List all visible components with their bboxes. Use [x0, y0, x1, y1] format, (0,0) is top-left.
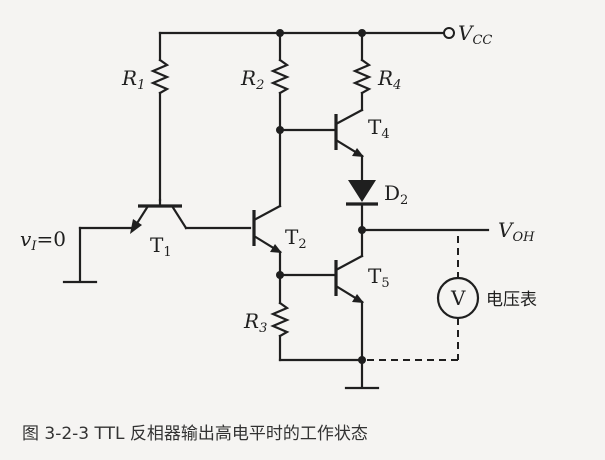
- vcc-terminal: [443, 27, 455, 39]
- d2-label: D2: [384, 181, 408, 208]
- voltmeter: [366, 276, 480, 361]
- vi-label: vI=0: [20, 227, 66, 254]
- r3-label: R3: [243, 309, 267, 336]
- t5-label: T5: [368, 264, 390, 291]
- transistor-t4: [334, 108, 364, 182]
- diode-d2: [346, 180, 378, 234]
- voh-label: VOH: [498, 218, 535, 245]
- emitter-arrow: [130, 219, 142, 234]
- transistor-t5: [334, 228, 380, 390]
- r4-label: R4: [377, 66, 401, 93]
- transistor-t2: [252, 128, 336, 279]
- resistor-r3: [270, 273, 364, 362]
- emitter-arrow: [270, 244, 282, 253]
- figure-caption: 图 3-2-3 TTL 反相器输出高电平时的工作状态: [22, 424, 368, 444]
- t4-label: T4: [368, 115, 390, 142]
- t1-label: T1: [150, 233, 172, 260]
- vcc-label: VCC: [458, 21, 492, 48]
- emitter-arrow: [352, 148, 364, 157]
- r2-label: R2: [240, 66, 264, 93]
- voltmeter-symbol: V: [450, 286, 466, 310]
- output-line: [360, 228, 490, 278]
- emitter-arrow: [352, 294, 364, 303]
- t2-label: T2: [285, 225, 307, 252]
- resistor-r4: [352, 31, 372, 112]
- transistor-t1: [62, 198, 252, 284]
- resistor-r2: [270, 31, 336, 134]
- resistor-r1: [150, 31, 170, 202]
- vcc-rail: [158, 27, 455, 39]
- voltmeter-label: 电压表: [486, 290, 537, 310]
- r1-label: R1: [121, 66, 145, 93]
